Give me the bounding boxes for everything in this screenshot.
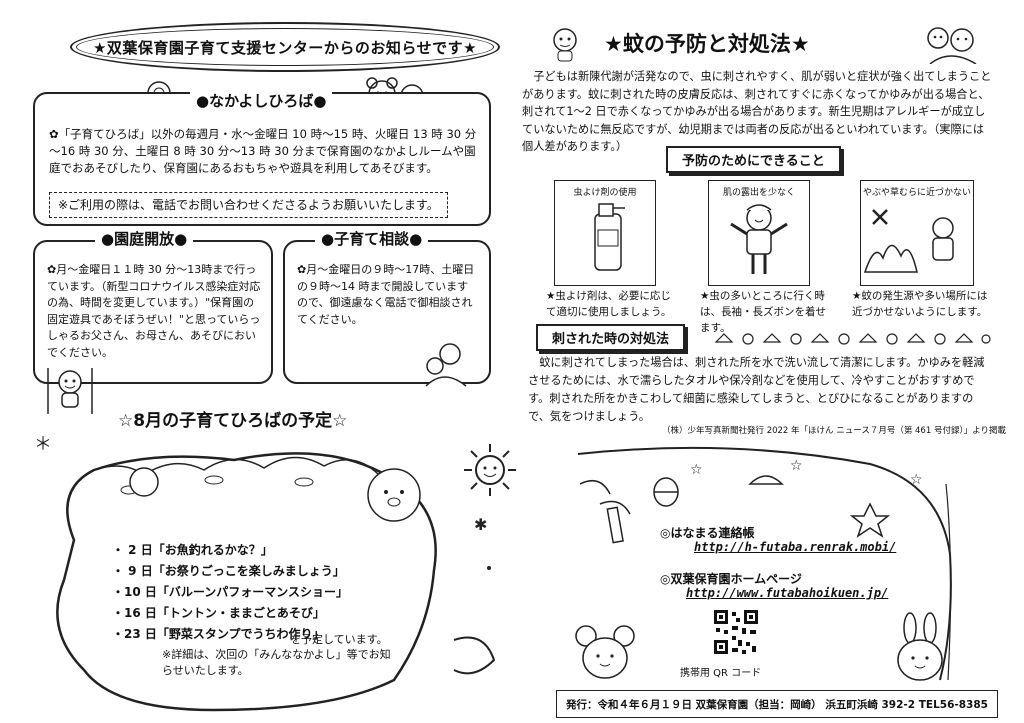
prevention-title: 予防のためにできること xyxy=(682,154,825,169)
family-icon xyxy=(927,27,977,64)
schedule-suffix: を予定しています。 xyxy=(290,633,388,646)
sodan-body: ✿月～金曜日の９時～17時、土曜日の９時～14 時まで開設していますので、御遠慮… xyxy=(297,263,475,326)
nakayoshi-title: ●なかよしひろば● xyxy=(190,92,333,110)
panel-avoid-bushes: やぶや草むらに近づかない xyxy=(860,180,974,286)
mosquito-intro: 子どもは新陳代謝が活発なので、虫に刺されやすく、肌が弱いと症状が強く出てしまうこ… xyxy=(522,70,992,153)
child-with-mosquito-icon xyxy=(553,28,577,62)
svg-text:☆: ☆ xyxy=(910,472,923,488)
footer-publisher: 発行：令和４年６月１９日 双葉保育園（担当：岡崎） 浜五町浜崎 392-2 TE… xyxy=(556,690,998,718)
schedule-item: ・10 日「バルーンパフォーマンスショー」 xyxy=(112,585,349,599)
panel-label: やぶや草むらに近づかない xyxy=(862,188,971,198)
notice-title-oval: ★双葉保育園子育て支援センターからのお知らせです★ xyxy=(70,22,500,72)
schedule-note: ※詳細は、次回の「みんななかよし」等でお知らせいたします。 xyxy=(162,648,391,677)
mouse-character-icon xyxy=(575,625,635,679)
svg-text:✱: ✱ xyxy=(474,515,487,534)
whale-illustration: ＊ ✱ xyxy=(34,434,496,712)
panel-label: 肌の露出を少なく xyxy=(722,188,795,198)
panel-caption: ★虫の多いところに行く時は、長袖・長ズボンを着せます。 xyxy=(700,290,826,334)
sun-icon xyxy=(464,444,516,496)
bushes-icon xyxy=(863,209,954,273)
sodan-title: ●子育て相談● xyxy=(315,230,429,248)
svg-text:＊: ＊ xyxy=(34,434,52,455)
schedule-item: ・ 9 日「お祭りごっこを楽しみましょう」 xyxy=(112,564,345,578)
child-long-sleeves-icon xyxy=(730,204,788,274)
treatment-title: 刺された時の対処法 xyxy=(552,332,670,347)
svg-text:☆: ☆ xyxy=(790,458,803,474)
homepage-link[interactable]: http://www.futabahoikuen.jp/ xyxy=(686,586,889,600)
prevention-banner: 予防のためにできること xyxy=(666,146,841,173)
entei-box: ●園庭開放● ✿月～金曜日１１時 30 分～13時まで行っています。（新型コロナ… xyxy=(33,230,273,384)
panel-caption: ★蚊の発生源や多い場所には近づかせないようにします。 xyxy=(852,290,988,318)
panel-cover-skin: 肌の露出を少なく xyxy=(708,180,810,286)
homepage-label: ◎双葉保育園ホームページ xyxy=(660,572,802,586)
schedule-item: ・ 2 日「お魚釣れるかな？」 xyxy=(112,543,273,557)
renraku-link[interactable]: http://h-futaba.renrak.mobi/ xyxy=(694,540,897,554)
schedule-title: ☆8月の子育てひろばの予定☆ xyxy=(118,411,348,431)
parent-child-icon xyxy=(425,343,467,387)
schedule-list: ・ 2 日「お魚釣れるかな？」 ・ 9 日「お祭りごっこを楽しみましょう」 ・1… xyxy=(112,540,348,645)
source-note: （株）少年写真新聞社発行 2022 年「ほけん ニュース７月号（第 461 号付… xyxy=(662,426,1007,436)
rabbit-character-icon xyxy=(897,612,943,681)
treatment-banner: 刺された時の対処法 xyxy=(536,324,686,351)
fruit-border-decoration xyxy=(714,333,991,345)
notice-title: ★双葉保育園子育て支援センターからのお知らせです★ xyxy=(92,38,478,57)
schedule-item: ・16 日「トントン・ままごとあそび」 xyxy=(112,606,325,620)
spray-bottle-icon xyxy=(594,203,625,271)
mosquito-title: ★蚊の予防と対処法★ xyxy=(604,32,810,56)
footer-text: 発行：令和４年６月１９日 双葉保育園（担当：岡崎） 浜五町浜崎 392-2 TE… xyxy=(566,698,988,711)
nakayoshi-box: ●なかよしひろば● ✿「子育てひろば」以外の毎週月・水～金曜日 10 時～15 … xyxy=(33,92,491,226)
tanabata-decoration: ☆ ☆ ☆ xyxy=(577,446,952,681)
schedule-item: ・23 日「野菜スタンプでうちわ作り」 xyxy=(112,627,325,641)
svg-text:☆: ☆ xyxy=(690,462,703,478)
panel-caption: ★虫よけ剤は、必要に応じて適切に使用しましょう。 xyxy=(546,290,672,318)
qr-label: 携帯用 QR コード xyxy=(680,668,762,679)
nakayoshi-body: ✿「子育てひろば」以外の毎週月・水～金曜日 10 時～15 時、火曜日 13 時… xyxy=(49,127,477,175)
qr-code[interactable] xyxy=(712,608,760,656)
entei-title: ●園庭開放● xyxy=(95,230,194,248)
panel-label: 虫よけ剤の使用 xyxy=(573,188,637,198)
entei-body: ✿月～金曜日１１時 30 分～13時まで行っています。（新型コロナウイルス感染症… xyxy=(47,263,261,359)
child-on-swing-icon xyxy=(47,368,93,414)
treatment-body: 蚊に刺されてしまった場合は、刺された所を水で洗い流して清潔にします。かゆみを軽減… xyxy=(528,356,985,423)
panel-repellent: 虫よけ剤の使用 xyxy=(554,180,656,286)
renraku-label: ◎はなまる連絡帳 xyxy=(660,526,755,540)
nakayoshi-note: ※ご利用の際は、電話でお問い合わせくださるようお願いいたします。 xyxy=(49,192,448,218)
